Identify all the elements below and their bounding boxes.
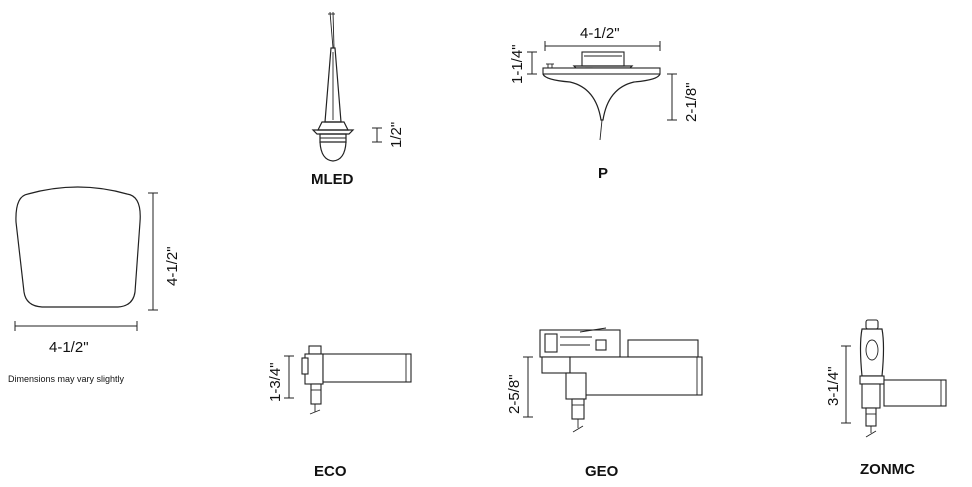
mled-dim-label: 1/2": [388, 122, 405, 148]
canopy-height-label: 4-1/2": [164, 246, 181, 286]
canopy-drawing: [14, 186, 158, 331]
zonmc-label: ZONMC: [860, 461, 915, 478]
dimensions-note: Dimensions may vary slightly: [8, 374, 125, 384]
eco-drawing: [284, 345, 412, 415]
mled-drawing: [311, 11, 382, 162]
geo-drawing: [523, 327, 703, 433]
eco-dim-label: 1-3/4": [267, 362, 284, 402]
geo-label: GEO: [585, 463, 619, 480]
p-drawing: [527, 41, 677, 141]
zonmc-drawing: [841, 319, 947, 438]
mled-label: MLED: [311, 171, 354, 188]
p-label: P: [598, 165, 608, 182]
p-width-label: 4-1/2": [580, 25, 620, 42]
geo-dim-label: 2-5/8": [506, 374, 523, 414]
eco-label: ECO: [314, 463, 347, 480]
p-right-dim-label: 2-1/8": [683, 82, 700, 122]
zonmc-dim-label: 3-1/4": [825, 366, 842, 406]
canopy-width-label: 4-1/2": [49, 339, 89, 356]
p-left-dim-label: 1-1/4": [509, 44, 526, 84]
